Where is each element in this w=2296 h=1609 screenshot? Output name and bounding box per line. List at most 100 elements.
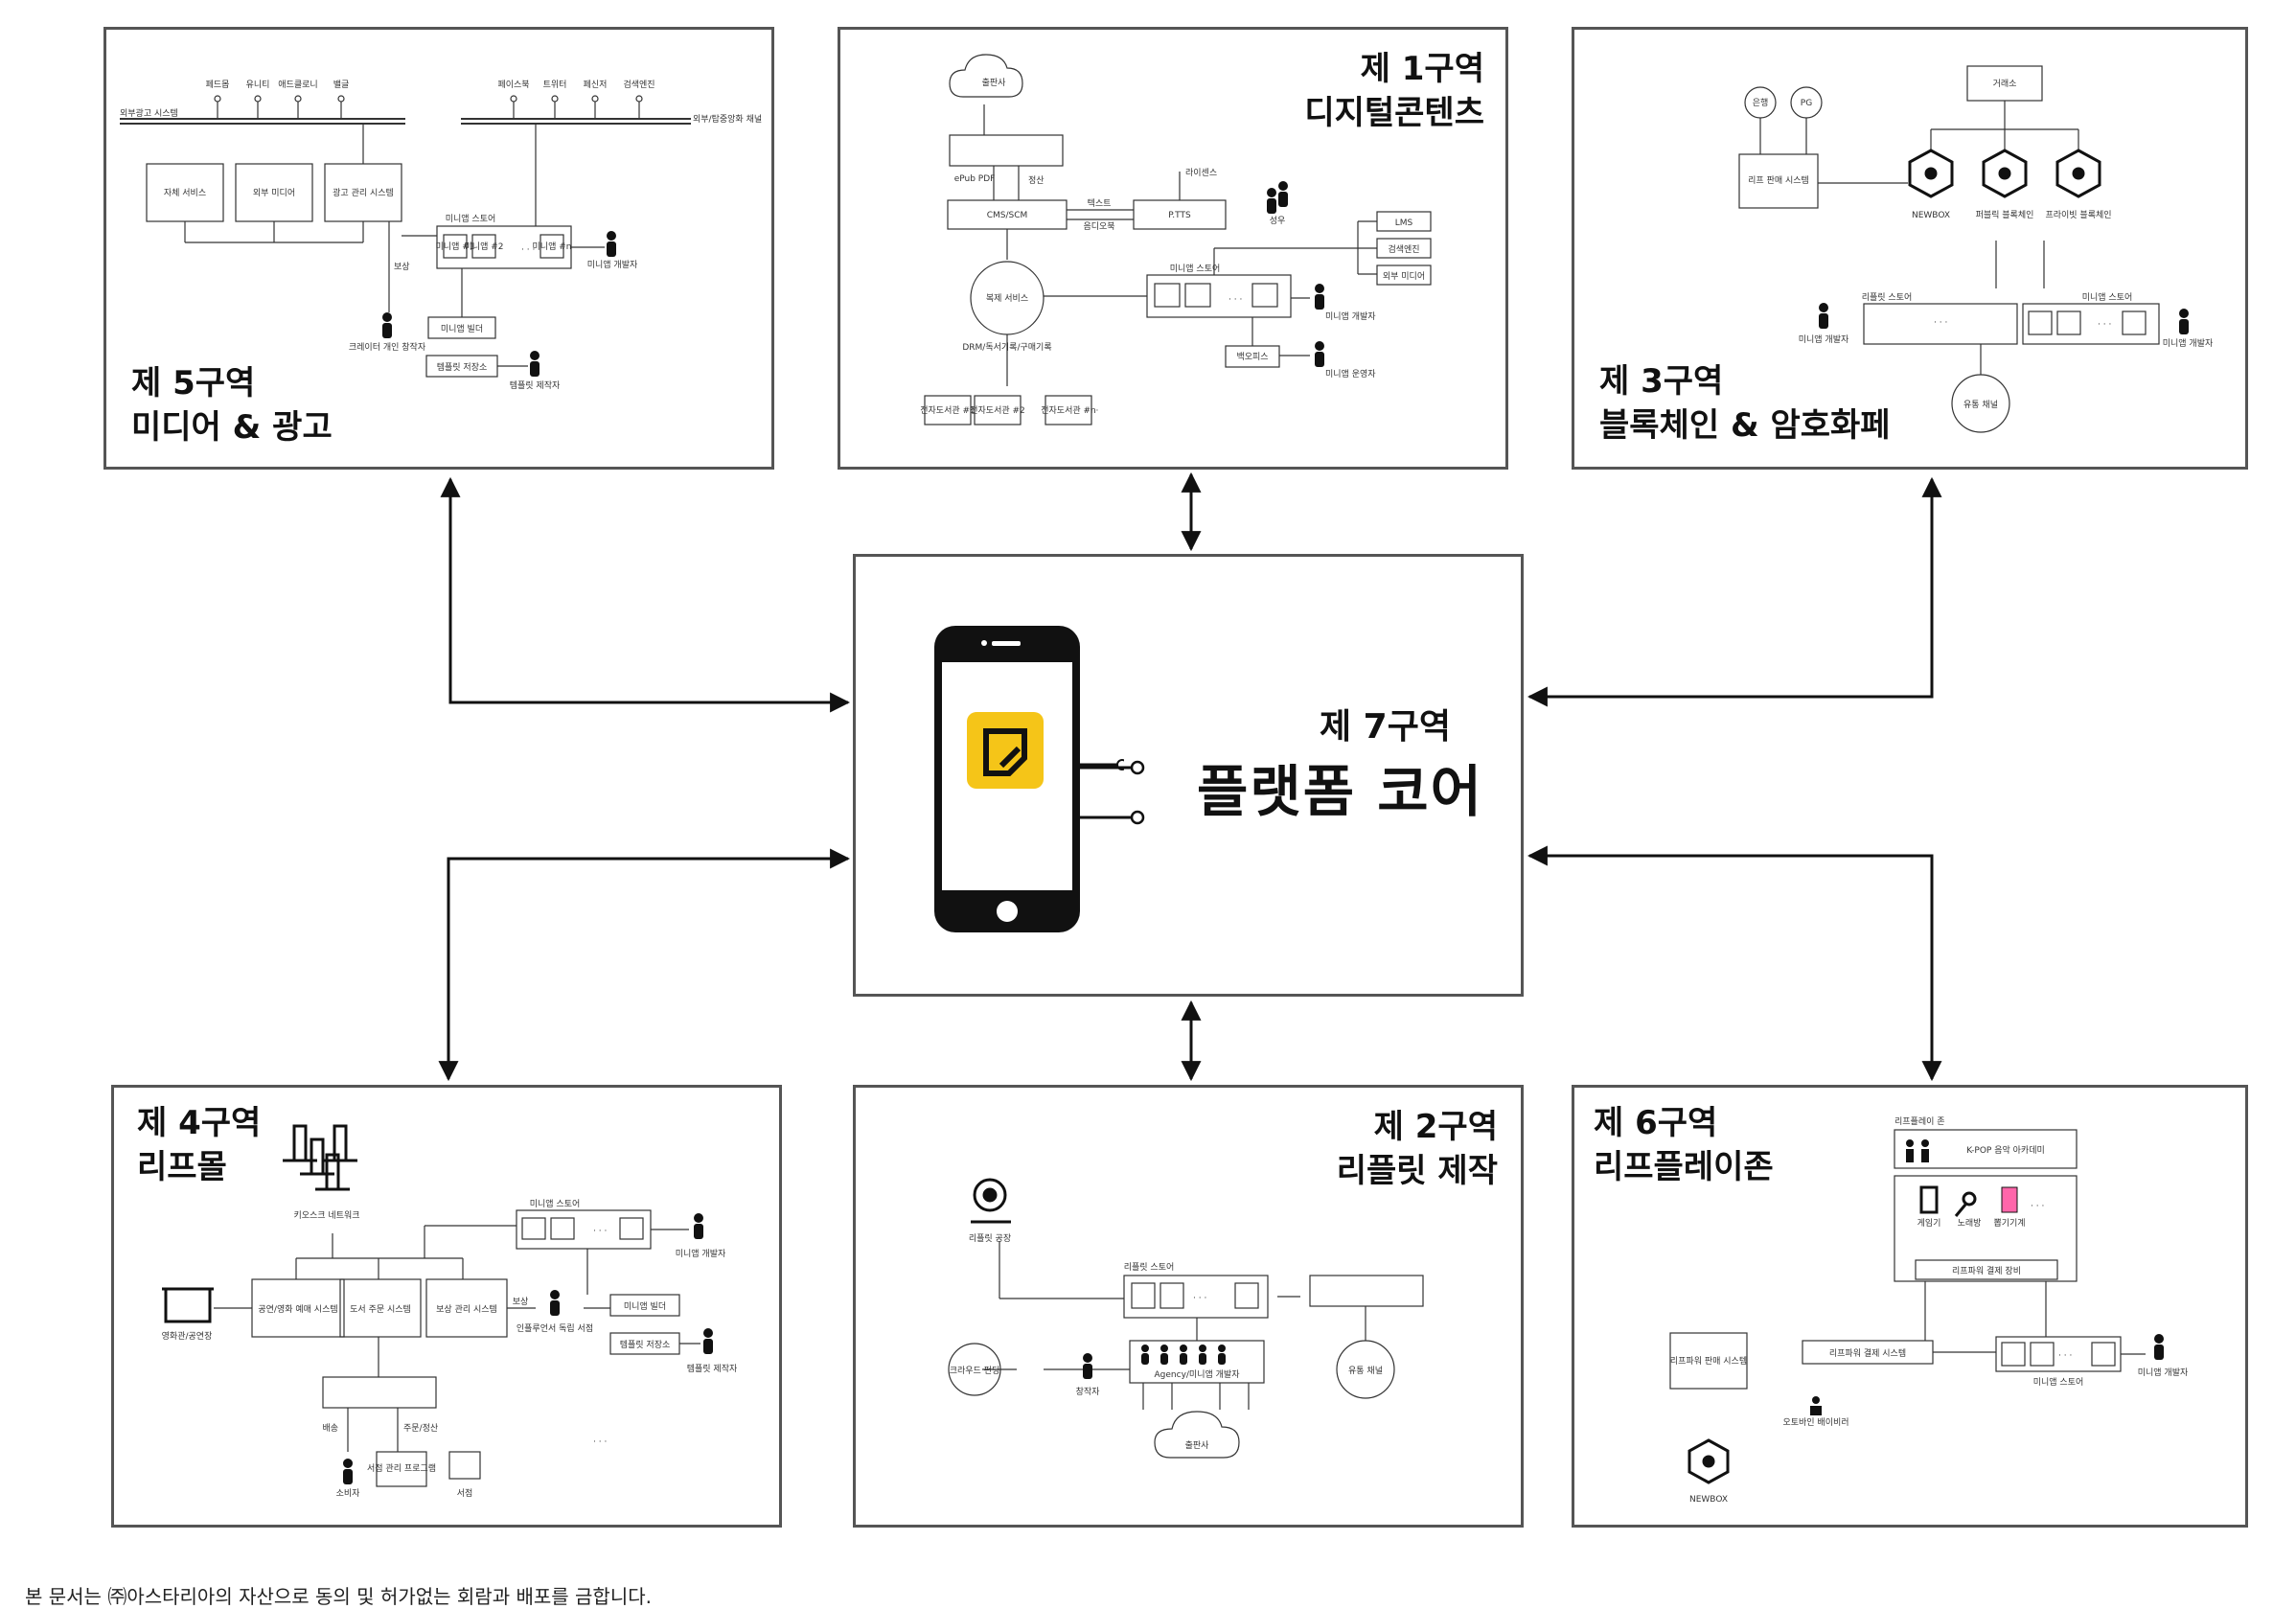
zone-5-label-reward: 보상 [394,262,410,272]
zone-1-label-lms: LMS [1395,218,1413,228]
zone-5-label-top_right-1: 트위터 [543,80,567,90]
svg-text:· · ·: · · · [1193,1294,1206,1303]
zone-4-number: 제 4구역 [137,1101,261,1145]
zone-1-label-cms: CMS/SCM [987,211,1028,220]
zone-7-core: 제 7구역 플랫폼 코어 [853,554,1524,997]
zone-3-label-bank: 은행 [1753,97,1769,108]
zone-1-label-drm: DRM/독서기록/구매기록 [962,342,1051,353]
zone-2-number: 제 2구역 [1337,1105,1498,1149]
zone-4-label-builder: 미니앱 빌더 [624,1300,666,1312]
zone-1-name: 디지털콘텐츠 [1304,91,1484,135]
zone-4-label-template: 템플릿 저장소 [620,1339,671,1350]
zone-5-label-builder: 미니앱 빌더 [441,323,483,334]
zone-4-label-sys2: 도서 주문 시스템 [350,1303,411,1315]
zone-3-label-channel: 유통 채널 [1963,400,1998,410]
zone-6-title: 제 6구역 리프플레이존 [1594,1101,1774,1189]
zone-6-label-mstore: 미니앱 스토어 [2033,1376,2084,1388]
zone-4-label-bookstore_sys: 서점 관리 프로그램 [367,1462,436,1474]
zone-4-label-delivery: 배송 [322,1423,338,1434]
zone-5-label-tmaker: 템플릿 제작자 [510,379,561,391]
zone-4: · · ·· · · 키오스크 네트워크영화관/공연장공연/영화 예매 시스템도… [111,1085,782,1528]
zone-4-title: 제 4구역 리프몰 [137,1101,261,1189]
zone-1-label-lib1: 전자도서관 #1 [920,405,976,416]
svg-text:· · ·: · · · [2098,320,2111,330]
zone-1-label-actor: 성우 [1270,216,1286,226]
zone-6-label-vending: 뽑기기계 [1993,1217,2025,1229]
zone-4-label-tmaker: 템플릿 제작자 [687,1363,738,1374]
zone-6-number: 제 6구역 [1594,1101,1774,1145]
zone-5-label-top_right-3: 검색엔진 [623,79,654,90]
zone-2-label-publisher: 출판사 [1185,1440,1210,1451]
zone-4-label-sys3: 보상 관리 시스템 [436,1303,497,1315]
zone-1-label-epub: ePub PDF [954,174,996,184]
zone-5-label-bus_left: 외부광고 시스템 [120,107,178,119]
zone-3-label-dev2: 미니앱 개발자 [2163,337,2214,349]
zone-5-title: 제 5구역 미디어 & 광고 [131,361,333,449]
zone-4-label-dev: 미니앱 개발자 [676,1248,726,1259]
zone-2-label-creator: 창작자 [1076,1387,1101,1397]
zone-1-label-operator: 미니앱 운영자 [1325,368,1376,379]
svg-text:· · ·: · · · [1228,295,1242,305]
phone-connectors [1080,710,1166,902]
zone-5-label-dev: 미니앱 개발자 [587,259,638,270]
zone-4-label-theater: 영화관/공연장 [162,1331,213,1342]
footer-notice: 본 문서는 ㈜아스타리아의 자산으로 동의 및 허가없는 회람과 배포를 금합니… [25,1581,652,1609]
zone-1-label-store: 미니앱 스토어 [1170,263,1221,274]
zone-6-label-leafpower_sys: 리프파워 판매 시스템 [1670,1355,1747,1367]
zone-3-label-mstore: 미니앱 스토어 [2082,291,2133,303]
zone-4-label-influencer: 인플루언서 독립 서점 [517,1322,593,1334]
zone-5-label-bus_right: 외부/탑중앙화 채널 [693,113,762,125]
zone-5-label-appn: 미니앱 #n [533,241,572,252]
zone-3-number: 제 3구역 [1599,359,1891,403]
zone-5-name: 미디어 & 광고 [131,405,333,449]
zone-6-label-karaoke: 노래방 [1958,1218,1982,1229]
zone-1-label-settle: 정산 [1028,175,1045,186]
zone-5-label-top_left-0: 페드몹 [206,80,230,90]
zone-1-label-lib2: 전자도서관 #2 [970,405,1025,416]
zone-5-label-template: 템플릿 저장소 [437,361,488,373]
zone-1-label-voice: 음디오북 [1083,221,1114,232]
zone-1-label-ptts: P.TTS [1168,211,1191,220]
zone-6-label-newbox: NEWBOX [1689,1495,1728,1505]
zone-4-name: 리프몰 [137,1145,261,1189]
zone-4-label-reward: 보상 [513,1297,529,1307]
zone-1-label-copy: 복제 서비스 [986,293,1028,304]
zone-6-label-game: 게임기 [1917,1217,1941,1229]
zone-2-label-channel: 유통 채널 [1348,1366,1383,1376]
zone-1-label-dev: 미니앱 개발자 [1325,310,1376,322]
zone-1-label-backoffice: 백오피스 [1236,352,1268,362]
svg-text:· · ·: · · · [1934,318,1947,328]
zone-3-label-public: 퍼블릭 블록체인 [1976,209,2034,220]
svg-text:· · ·: · · · [593,1227,607,1236]
zone-4-label-consumer: 소비자 [336,1488,361,1499]
zone-3-label-lstore: 리플릿 스토어 [1862,291,1913,303]
arrow-z4-core [448,859,848,1079]
zone-3-title: 제 3구역 블록체인 & 암호화페 [1599,359,1891,448]
arrow-z3-core [1529,479,1932,697]
zone-5-label-app2: 미니앱 #2 [465,241,504,252]
arrow-z6-core [1529,856,1932,1079]
zone-3-label-newbox: NEWBOX [1912,211,1950,220]
zone-6-label-kpop: K-POP 음악 아카데미 [1966,1144,2045,1156]
zone-4-label-bookstore: 서점 [457,1487,473,1499]
svg-text:· · ·: · · · [2058,1351,2072,1361]
core-number: 제 7구역 [1320,699,1451,748]
zone-1-label-media: 외부 미디어 [1383,270,1425,282]
zone-6-label-pay_sys: 리프파워 결제 시스템 [1829,1347,1906,1359]
zone-5-label-top_right-0: 페이스북 [497,80,529,90]
zone-3-label-pg: PG [1801,99,1812,108]
zone-3-label-private: 프라이빗 블록체인 [2045,210,2111,220]
zone-5-label-top_left-2: 애드클로니 [278,80,317,90]
zone-4-label-order: 주문/정산 [403,1423,438,1434]
zone-5-label-top_left-1: 유니티 [246,80,270,90]
zone-4-label-kiosk: 키오스크 네트워크 [293,1210,359,1221]
zone-1-title: 제 1구역 디지털콘텐츠 [1304,47,1484,135]
zone-3-label-dev1: 미니앱 개발자 [1799,333,1849,345]
zone-3: · · ·· · · 은행PG거래소리프 판매 시스템NEWBOX퍼블릭 블록체… [1572,27,2248,470]
zone-6-label-zone: 리프플레이 존 [1894,1116,1945,1127]
svg-text:· · ·: · · · [593,1437,607,1447]
